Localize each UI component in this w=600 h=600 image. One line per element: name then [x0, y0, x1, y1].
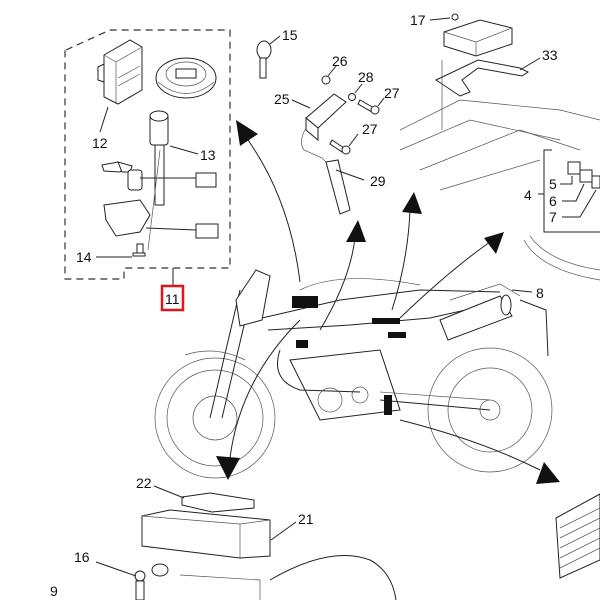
part-17-nut-module[interactable] — [443, 13, 513, 57]
callout-4[interactable]: 4 — [524, 187, 532, 203]
callout-14[interactable]: 14 — [76, 249, 92, 265]
callout-7[interactable]: 7 — [549, 209, 557, 225]
part-15-key[interactable] — [256, 40, 272, 79]
part-25-relay[interactable] — [301, 93, 351, 215]
callout-15[interactable]: 15 — [282, 27, 298, 43]
part-28-washer[interactable] — [348, 93, 356, 101]
callout-9[interactable]: 9 — [50, 583, 58, 599]
callout-27-upper[interactable]: 27 — [384, 85, 400, 101]
arrow-to-fuses — [399, 232, 504, 319]
group-4-bracket — [538, 149, 600, 233]
arrow-to-battery — [216, 319, 301, 480]
callout-11-highlight-box[interactable] — [160, 284, 185, 312]
callout-16[interactable]: 16 — [74, 549, 90, 565]
arrow-to-relay — [319, 220, 366, 331]
part-5-6-7-fuses[interactable] — [567, 161, 600, 189]
callout-33[interactable]: 33 — [542, 47, 558, 63]
callout-12[interactable]: 12 — [92, 135, 108, 151]
callout-29[interactable]: 29 — [370, 173, 386, 189]
callout-11[interactable]: 11 — [165, 291, 180, 307]
callout-13[interactable]: 13 — [200, 147, 216, 163]
callout-5[interactable]: 5 — [549, 176, 557, 192]
callout-17[interactable]: 17 — [410, 12, 426, 28]
callout-27-lower[interactable]: 27 — [362, 121, 378, 137]
callout-26[interactable]: 26 — [332, 53, 348, 69]
part-33-bracket[interactable] — [434, 59, 529, 97]
group-11-outline — [64, 29, 231, 286]
callout-21[interactable]: 21 — [298, 511, 314, 527]
callout-22[interactable]: 22 — [136, 475, 152, 491]
callout-25[interactable]: 25 — [274, 91, 290, 107]
wiring-harness — [523, 239, 600, 281]
part-21-battery[interactable] — [141, 509, 271, 559]
part-27-bolt-lower[interactable] — [329, 139, 351, 155]
motorcycle-illustration — [154, 269, 553, 479]
arrow-bottom-curve — [269, 555, 397, 600]
part-26-nut[interactable] — [321, 75, 331, 85]
part-ring-cap — [155, 57, 217, 99]
callout-8[interactable]: 8 — [536, 285, 544, 301]
arrow-to-bracket — [391, 192, 422, 311]
arrow-to-group-11 — [236, 120, 301, 283]
part-16-seat-lock[interactable] — [134, 563, 261, 600]
frame-outline-top-right — [399, 60, 600, 191]
arrow-to-right-module — [399, 419, 560, 484]
callout-6[interactable]: 6 — [549, 193, 557, 209]
part-regulator-module[interactable] — [555, 493, 600, 579]
part-27-bolt-upper[interactable] — [357, 99, 380, 115]
part-22-pad[interactable] — [181, 492, 255, 513]
part-13-main-switch[interactable] — [101, 110, 219, 251]
part-12-control-unit[interactable] — [97, 39, 143, 105]
callout-28[interactable]: 28 — [358, 69, 374, 85]
part-14-bolt[interactable] — [132, 243, 146, 257]
